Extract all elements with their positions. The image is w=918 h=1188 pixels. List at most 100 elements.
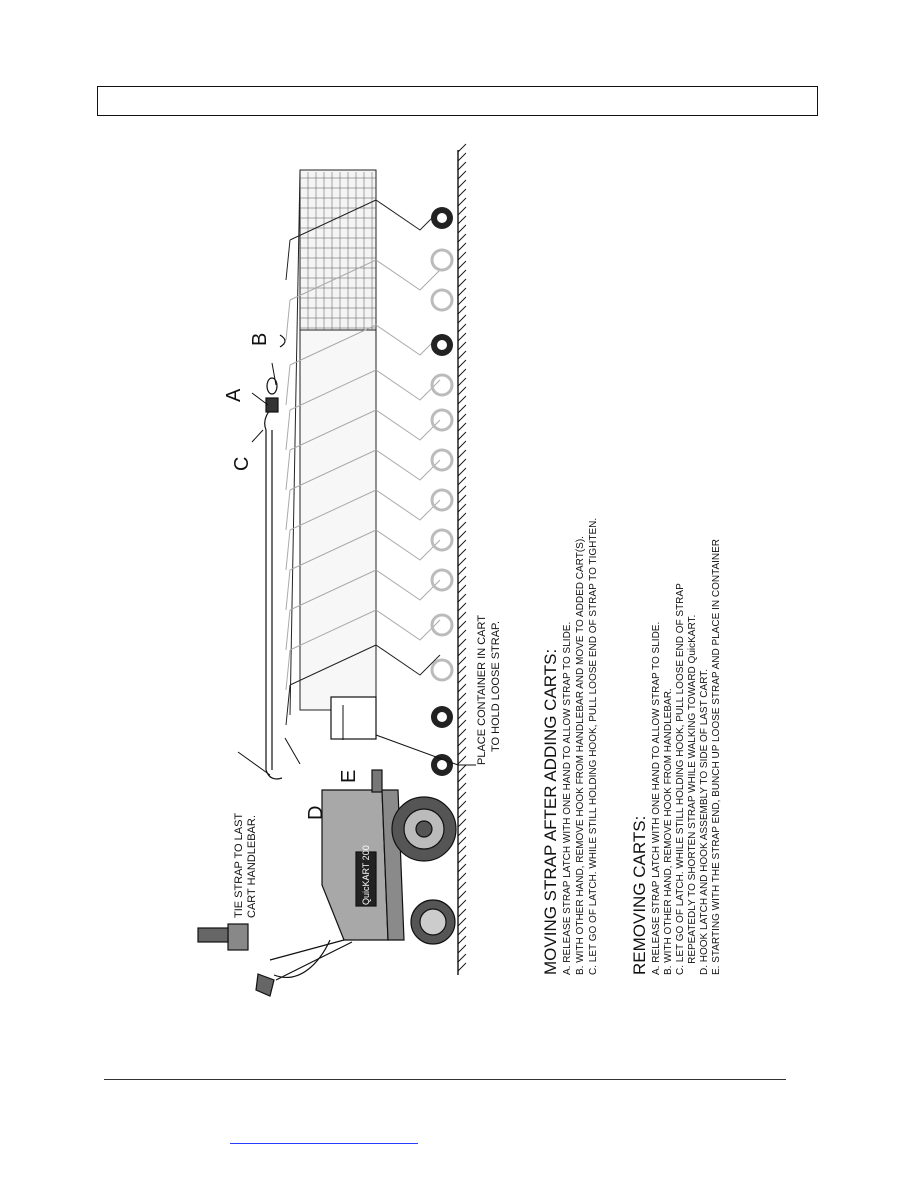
hatch-mark <box>457 944 467 954</box>
hatch-mark <box>457 629 467 639</box>
moving-strap-heading: MOVING STRAP AFTER ADDING CARTS: <box>541 649 560 975</box>
hatch-mark <box>457 773 467 783</box>
hatch-mark <box>457 476 467 486</box>
moving-strap-step-b: B. WITH OTHER HAND, REMOVE HOOK FROM HAN… <box>575 536 586 975</box>
hatch-mark <box>457 791 467 801</box>
removing-carts-step-b: B. WITH OTHER HAND, REMOVE HOOK FROM HAN… <box>663 688 674 975</box>
hatch-mark <box>457 224 467 234</box>
quickart-tug <box>197 769 457 997</box>
cart-wheels <box>430 207 454 776</box>
hatch-mark <box>457 467 467 477</box>
cart-wheel <box>431 706 453 728</box>
cart-wheel <box>431 207 453 229</box>
hatch-mark <box>457 827 467 837</box>
hatch-mark <box>457 683 467 693</box>
hatch-mark <box>457 206 467 216</box>
removing-carts-heading: REMOVING CARTS: <box>630 816 649 975</box>
hatch-mark <box>457 845 467 855</box>
header-box <box>97 86 818 116</box>
moving-strap-step-a: A. RELEASE STRAP LATCH WITH ONE HAND TO … <box>562 622 573 975</box>
hatch-mark <box>457 719 467 729</box>
cart-wheel <box>431 754 453 776</box>
cart-wheel-ghost <box>430 408 454 432</box>
cart-frame <box>285 644 441 726</box>
hatch-mark <box>457 386 467 396</box>
brand-plate <box>355 851 377 907</box>
tie-strap-callout-line1: TIE STRAP TO LAST <box>233 813 245 918</box>
hatch-mark <box>457 836 467 846</box>
hatch-mark <box>457 314 467 324</box>
cart-wheel <box>431 334 453 356</box>
hatch-mark <box>457 251 467 261</box>
hatch-mark <box>457 530 467 540</box>
hatch-mark <box>457 602 467 612</box>
hatch-mark <box>457 278 467 288</box>
hatch-mark <box>457 269 467 279</box>
hatch-mark <box>457 431 467 441</box>
hatch-mark <box>457 674 467 684</box>
hatch-mark <box>457 395 467 405</box>
cart-wheel-ghost <box>430 568 454 592</box>
hatch-mark <box>457 197 467 207</box>
hatch-mark <box>457 350 467 360</box>
label-e: E <box>338 770 360 783</box>
container-box <box>330 696 377 740</box>
hatch-mark <box>457 863 467 873</box>
cart-wheel-ghost <box>430 488 454 512</box>
hatch-mark <box>457 818 467 828</box>
cart-wheel-ghost <box>430 288 454 312</box>
hatch-mark <box>457 611 467 621</box>
strap <box>264 334 286 780</box>
hatch-mark <box>457 638 467 648</box>
hatch-mark <box>457 656 467 666</box>
brand-label: QuicKART 200 <box>361 845 371 905</box>
hatch-mark <box>457 494 467 504</box>
hatch-mark <box>457 422 467 432</box>
container-callout-line1: PLACE CONTAINER IN CART <box>476 615 488 765</box>
hatch-mark <box>457 152 467 162</box>
basket-grid <box>300 172 376 330</box>
hatch-mark <box>457 755 467 765</box>
hatch-mark <box>457 890 467 900</box>
hatch-mark <box>457 440 467 450</box>
hatch-mark <box>457 647 467 657</box>
footer-rule <box>104 1079 786 1080</box>
cart-frame <box>285 259 441 341</box>
footer-link-underline[interactable] <box>230 1143 418 1144</box>
hatch-mark <box>457 215 467 225</box>
hatch-mark <box>457 854 467 864</box>
tie-strap-callout-line2: CART HANDLEBAR. <box>246 815 258 918</box>
hatch-mark <box>457 917 467 927</box>
hatch-mark <box>457 260 467 270</box>
label-c: C <box>231 457 253 471</box>
cart-wheel-ghost <box>430 248 454 272</box>
hatch-mark <box>457 287 467 297</box>
cart-wheel-ghost <box>430 528 454 552</box>
cart-wheel-ghost <box>430 373 454 397</box>
hatch-mark <box>457 800 467 810</box>
hatch-mark <box>457 737 467 747</box>
cart-stack <box>289 169 377 716</box>
hatch-mark <box>457 548 467 558</box>
hatch-mark <box>457 512 467 522</box>
hatch-mark <box>457 746 467 756</box>
hatch-mark <box>457 485 467 495</box>
hatch-mark <box>457 458 467 468</box>
hatch-mark <box>457 161 467 171</box>
hatch-mark <box>457 413 467 423</box>
hatch-mark <box>457 728 467 738</box>
hatch-mark <box>457 620 467 630</box>
hatch-mark <box>457 341 467 351</box>
hatch-mark <box>457 143 467 153</box>
hatch-mark <box>457 710 467 720</box>
hatch-mark <box>457 881 467 891</box>
label-d: D <box>305 806 327 820</box>
cart-wheel-ghost <box>430 658 454 682</box>
hatch-mark <box>457 926 467 936</box>
hatch-mark <box>457 872 467 882</box>
hatch-mark <box>457 179 467 189</box>
hatch-mark <box>457 701 467 711</box>
hatch-mark <box>457 899 467 909</box>
hatch-mark <box>457 296 467 306</box>
